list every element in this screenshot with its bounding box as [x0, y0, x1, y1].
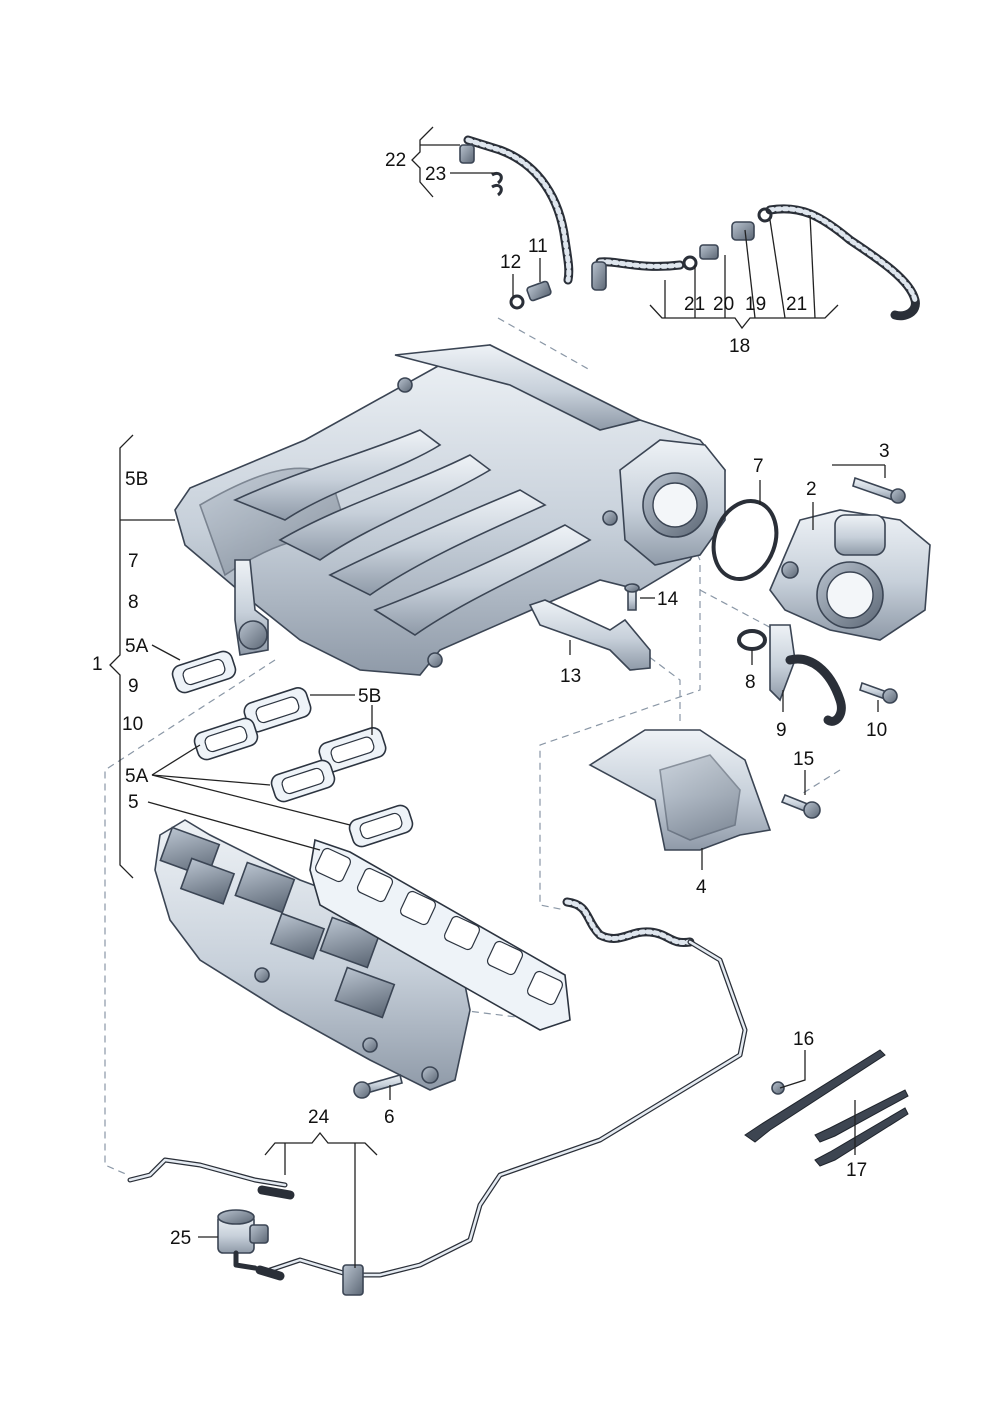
label-5a-left: 5A [125, 636, 149, 657]
label-10: 10 [866, 720, 887, 741]
label-21b: 21 [786, 294, 807, 315]
label-21a: 21 [684, 294, 705, 315]
heat-shield-4 [588, 729, 772, 851]
bracket-13 [528, 599, 651, 671]
label-6: 6 [384, 1107, 395, 1128]
bolt-14 [624, 583, 640, 611]
label-9-left: 9 [128, 676, 139, 697]
label-20: 20 [713, 294, 734, 315]
label-2: 2 [806, 479, 817, 500]
label-18: 18 [729, 336, 750, 357]
label-8-left: 8 [128, 592, 139, 613]
clamp-8 [737, 629, 767, 651]
label-7-left: 7 [128, 551, 139, 572]
lower-intake-manifold [154, 819, 471, 1091]
label-5: 5 [128, 792, 139, 813]
label-16: 16 [793, 1029, 814, 1050]
label-5a-lower: 5A [125, 766, 149, 787]
label-3: 3 [879, 441, 890, 462]
hose-9 [769, 624, 846, 726]
dashed-reference-lines [104, 317, 841, 1176]
o-ring [711, 499, 779, 581]
label-12: 12 [500, 252, 521, 273]
label-5b-upper: 5B [125, 469, 148, 490]
throttle-body [769, 509, 931, 641]
label-8: 8 [745, 672, 756, 693]
label-14: 14 [657, 589, 679, 610]
breather-hoses [459, 135, 920, 321]
bolt-10 [859, 681, 898, 704]
label-9: 9 [776, 720, 787, 741]
bolt-6 [353, 1074, 403, 1099]
cable-ties [744, 1049, 909, 1167]
label-23: 23 [425, 164, 446, 185]
label-10-left: 10 [122, 714, 143, 735]
gaskets [171, 650, 571, 1031]
label-17: 17 [846, 1160, 867, 1181]
label-15: 15 [793, 749, 814, 770]
label-22: 22 [385, 150, 406, 171]
label-5b-lower: 5B [358, 686, 381, 707]
vacuum-pipes [127, 897, 748, 1296]
label-19: 19 [745, 294, 766, 315]
part-labels: 22 23 12 11 21 20 19 21 18 5B 7 8 5A 1 9… [92, 150, 890, 1249]
label-4: 4 [696, 877, 707, 898]
label-24: 24 [308, 1107, 330, 1128]
label-1: 1 [92, 654, 103, 675]
label-11: 11 [528, 236, 548, 257]
label-7: 7 [753, 456, 764, 477]
upper-intake-manifold [174, 344, 726, 676]
leader-lines [109, 126, 886, 1268]
bolt-15 [780, 793, 821, 819]
bolt-3 [852, 476, 906, 504]
label-13: 13 [560, 666, 581, 687]
label-25: 25 [170, 1228, 191, 1249]
